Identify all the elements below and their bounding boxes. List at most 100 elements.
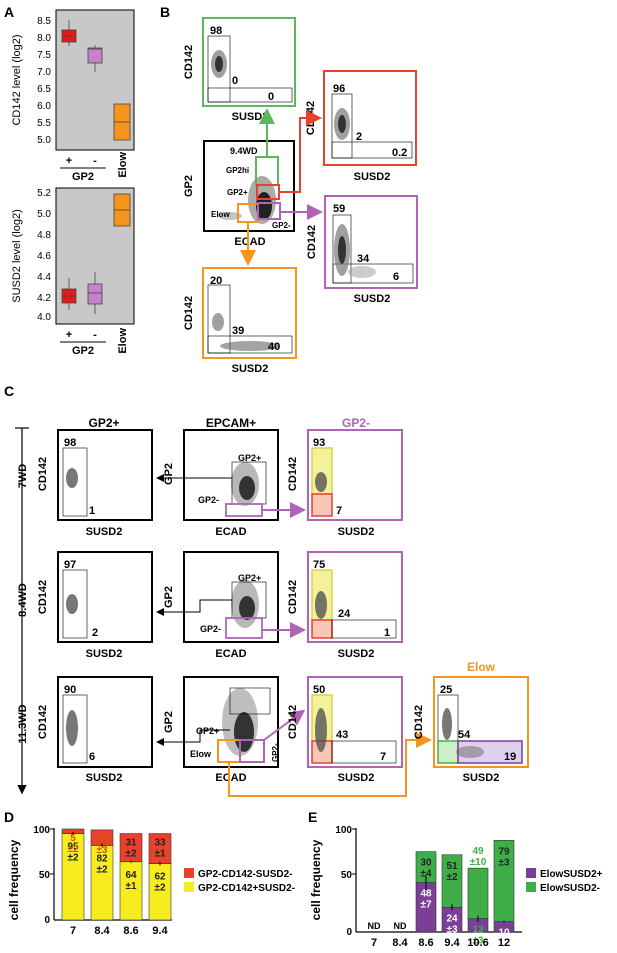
b-red-q1: 96: [333, 83, 345, 95]
b-purple-q2: 34: [357, 253, 370, 265]
panel-letter-a: A: [4, 4, 14, 20]
a-bot-ytick: 5.0: [37, 209, 51, 220]
c-r3-gate-elow: Elow: [190, 749, 212, 759]
b-gate-title: 9.4WD: [230, 146, 258, 156]
b-gate-gp2pos: GP2+: [227, 188, 248, 197]
a-top-ytick: 5.5: [37, 118, 51, 129]
c-r2-ylabel-3: CD142: [287, 580, 299, 614]
a-top-box-gp2-neg: [87, 47, 103, 64]
c-r2-xlabel-1: SUSD2: [86, 648, 123, 660]
b-orange-q3: 40: [268, 341, 280, 353]
c-r3-ylabel-3: CD142: [287, 705, 299, 739]
b-gate-ylabel: GP2: [183, 175, 195, 197]
c-r2-gate-gp2neg: GP2-: [200, 624, 221, 634]
b-gate-plot: 9.4WD GP2hi GP2+ Elow GP2- GP2 ECAD: [183, 140, 295, 248]
c-r3-gate-gp2pos: GP2+: [196, 726, 219, 736]
c-r2-gp2neg-q3: 1: [384, 627, 390, 639]
e-label-green: 30±4: [420, 858, 432, 880]
c-r3-elow-q2: 54: [458, 729, 471, 741]
c-header-gp2pos: GP2+: [88, 416, 119, 430]
c-r2-gp2neg-q2: 24: [338, 608, 351, 620]
d-label-yellow: 82±2: [96, 853, 108, 875]
d-legend-swatch-yellow: [184, 882, 194, 892]
c-r3-xlabel-1: SUSD2: [86, 772, 123, 784]
d-label-yellow: 62±2: [154, 872, 166, 894]
b-orange-q1: 20: [210, 275, 222, 287]
a-bot-ytick: 4.6: [37, 251, 51, 262]
e-label-purple: 24±3: [446, 913, 458, 935]
c-r2-ylabel-2: GP2: [163, 586, 175, 608]
c-r3-ylabel-4: CD142: [413, 705, 425, 739]
b-gate-xlabel: ECAD: [234, 236, 265, 248]
a-top-group-label: GP2: [72, 171, 94, 183]
e-ytick-100: 100: [335, 825, 352, 836]
panel-a-bottom-boxplot: SUSD2 level (log2) 5.2 5.0 4.8 4.6 4.4 4…: [11, 187, 135, 357]
b-green-xlabel: SUSD2: [232, 111, 269, 123]
a-top-xtick-elow: Elow: [117, 152, 129, 178]
c-r3-gp2pos-q2: 6: [89, 751, 95, 763]
a-bot-ytick: 4.4: [37, 272, 51, 283]
c-header-elow: Elow: [467, 660, 496, 674]
c-row-2: 97 2 CD142 SUSD2 GP2+ GP2- GP2 ECAD 75 2…: [37, 551, 403, 660]
panel-letter-c: C: [4, 383, 14, 399]
c-r1-gp2neg-q1: 93: [313, 437, 325, 449]
c-row-label-1: 7WD: [17, 464, 29, 489]
e-xtick: 10.6: [467, 937, 488, 949]
c-r1-xlabel-1: SUSD2: [86, 526, 123, 538]
c-r1-xlabel-2: ECAD: [215, 526, 246, 538]
c-r2-gp2pos-q2: 2: [92, 627, 98, 639]
e-xtick: 8.4: [392, 937, 408, 949]
c-r1-ylabel-2: GP2: [163, 463, 175, 485]
d-ytick-0: 0: [44, 915, 50, 926]
c-r2-ylabel-1: CD142: [37, 580, 49, 614]
c-r2-xlabel-2: ECAD: [215, 648, 246, 660]
e-label-purple: 10±1: [498, 928, 510, 950]
b-gate-gp2hi: GP2hi: [226, 166, 249, 175]
b-gate-elow: Elow: [211, 210, 230, 219]
a-bot-xtick-minus: -: [93, 329, 97, 341]
e-label-green: 51±2: [446, 861, 458, 883]
e-legend-label-purple: ElowSUSD2+: [540, 869, 603, 880]
a-bot-ytick: 5.2: [37, 188, 51, 199]
b-plot-purple: 59 34 6 CD142 SUSD2: [306, 195, 418, 305]
b-red-q2: 2: [356, 131, 362, 143]
e-xtick: 7: [371, 937, 377, 949]
d-label-red: 33±1: [154, 838, 166, 860]
c-r1-gate-gp2neg: GP2-: [198, 495, 219, 505]
c-r3-ylabel-2: GP2: [163, 711, 175, 733]
d-label-yellow: 64±1: [125, 870, 137, 892]
d-label-red: 5±2: [67, 833, 78, 855]
b-purple-q1: 59: [333, 203, 345, 215]
c-r1-gp2neg-q2: 7: [336, 505, 342, 517]
c-header-epcam: EPCAM+: [206, 416, 256, 430]
c-r2-gp2neg-q1: 75: [313, 559, 325, 571]
a-top-ytick: 6.5: [37, 84, 51, 95]
b-purple-xlabel: SUSD2: [354, 293, 391, 305]
b-purple-ylabel: CD142: [306, 225, 318, 259]
d-xtick: 9.4: [152, 925, 168, 937]
panel-b: 98 0 0 CD142 SUSD2 96 2 0.2 CD142 SUSD2: [183, 17, 418, 375]
e-ytick-50: 50: [341, 870, 353, 881]
b-plot-orange: 20 39 40 CD142 SUSD2: [183, 267, 297, 375]
e-legend-swatch-green: [526, 882, 536, 892]
b-green-ylabel: CD142: [183, 45, 195, 79]
b-plot-red: 96 2 0.2 CD142 SUSD2: [305, 70, 417, 183]
d-label-red: 31±2: [125, 838, 137, 860]
e-label-green: 49±10: [470, 846, 487, 868]
b-orange-q2: 39: [232, 325, 244, 337]
c-r2-gate-gp2pos: GP2+: [238, 573, 261, 583]
c-r3-xlabel-4: SUSD2: [463, 772, 500, 784]
panel-a-top-ylabel: CD142 level (log2): [11, 34, 23, 125]
c-r3-gp2pos-q1: 90: [64, 684, 76, 696]
a-top-ytick: 6.0: [37, 101, 51, 112]
e-xtick: 8.6: [418, 937, 433, 949]
a-top-ytick: 7.0: [37, 67, 51, 78]
c-r1-gp2pos-q2: 1: [89, 505, 95, 517]
e-legend-swatch-purple: [526, 868, 536, 878]
c-r1-gate-gp2pos: GP2+: [238, 453, 261, 463]
c-row-label-2: 8.4WD: [17, 583, 29, 617]
d-xtick: 8.4: [94, 925, 110, 937]
c-r2-gp2pos-q1: 97: [64, 559, 76, 571]
c-r2-xlabel-3: SUSD2: [338, 648, 375, 660]
